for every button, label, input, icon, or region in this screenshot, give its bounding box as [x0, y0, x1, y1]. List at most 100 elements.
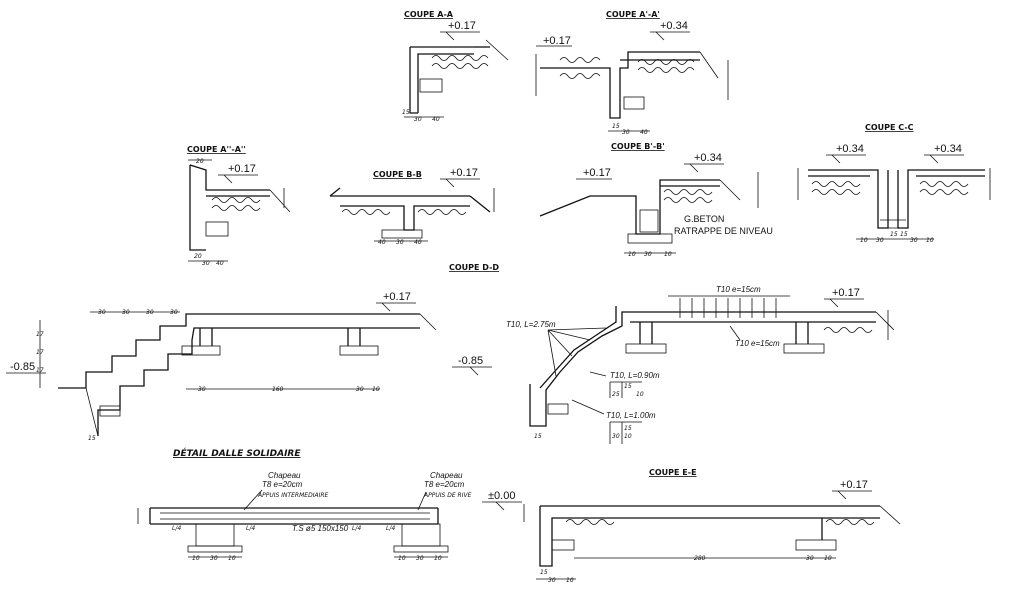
dim-label: 30: [414, 116, 422, 123]
dim-label: 30: [98, 309, 106, 316]
level-mark: +0.17: [840, 479, 868, 491]
note-t10-090: T10, L=0.90m: [610, 371, 660, 380]
level-mark: +0.17: [832, 287, 860, 299]
level-mark: +0.17: [228, 163, 256, 175]
dim-label: 30: [612, 433, 620, 440]
note-t10-right: T10 e=15cm: [735, 339, 780, 348]
note-t10-top: T10 e=15cm: [716, 285, 761, 294]
dim-label: 15: [88, 435, 96, 442]
note-t10-100: T10, L=1.00m: [606, 411, 656, 420]
level-mark: ±0.00: [488, 490, 515, 502]
section-title-d-d: COUPE D-D: [449, 263, 499, 272]
dim-label: 10: [628, 251, 636, 258]
dim-label: 10: [860, 237, 868, 244]
dim-label: 15: [624, 425, 632, 432]
dim-label: 30: [644, 251, 652, 258]
note-g-beton: G.BETON: [684, 214, 724, 224]
dim-label: 15: [900, 231, 908, 238]
section-coupe-b1-b1: COUPE B'-B' +0.17 +0.34 G.BETON RATRAPPE…: [539, 142, 773, 258]
dim-label: 10: [228, 555, 236, 562]
dim-label: 40: [216, 260, 224, 267]
level-mark: +0.17: [583, 167, 611, 179]
note-t10-275: T10, L=2.75m: [506, 320, 556, 329]
dim-label: 10: [372, 386, 380, 393]
dim-label: 40: [640, 129, 648, 136]
level-mark: +0.17: [448, 20, 476, 32]
dim-label: 30: [548, 577, 556, 584]
note-chapeau-2: Chapeau: [430, 471, 463, 480]
note-chapeau-1-sub: APPUIS INTERMEDIAIRE: [257, 492, 329, 499]
dim-label: 20: [194, 253, 202, 260]
dim-label: 10: [192, 555, 200, 562]
section-title-e-e: COUPE E-E: [649, 468, 697, 477]
section-coupe-d-d-left: +0.17 -0.85 30 30 30 30 17 17 17 30 160 …: [6, 291, 437, 442]
level-mark: -0.85: [458, 355, 483, 367]
note-ratrappe: RATRAPPE DE NIVEAU: [674, 226, 773, 236]
dim-l4: L/4: [386, 525, 395, 532]
dim-label: 40: [414, 239, 422, 246]
dim-label: 10: [434, 555, 442, 562]
note-chapeau-1: Chapeau: [268, 471, 301, 480]
dim-label: 30: [210, 555, 218, 562]
dim-l4: L/4: [172, 525, 181, 532]
dim-label: 10: [926, 237, 934, 244]
section-coupe-b-b: COUPE B-B +0.17 40 30 40: [329, 167, 495, 246]
dim-label: 30: [202, 260, 210, 267]
dim-label: 40: [378, 239, 386, 246]
level-mark: +0.34: [694, 152, 722, 164]
dim-l4: L/4: [352, 525, 361, 532]
dim-label: 160: [272, 386, 284, 393]
dim-label: 10: [636, 391, 644, 398]
section-title-a-a: COUPE A-A: [404, 10, 454, 19]
note-chapeau-1-spec: T8 e=20cm: [262, 480, 303, 489]
level-mark: +0.34: [836, 143, 864, 155]
dim-label: 17: [36, 349, 44, 356]
level-mark: +0.34: [934, 143, 962, 155]
dim-label: 10: [824, 555, 832, 562]
section-coupe-a-a: COUPE A-A +0.17 15 30 40: [402, 10, 509, 123]
dim-label: 10: [624, 433, 632, 440]
note-chapeau-2-spec: T8 e=20cm: [424, 480, 465, 489]
dim-label: 30: [146, 309, 154, 316]
section-title-a2-a2: COUPE A''-A'': [187, 145, 246, 154]
dim-label: 15: [624, 383, 632, 390]
level-mark: -0.85: [10, 361, 35, 373]
section-title-b-b: COUPE B-B: [373, 170, 422, 179]
dim-label: 15: [534, 433, 542, 440]
dim-label: 10: [566, 577, 574, 584]
dim-label: 30: [416, 555, 424, 562]
dim-label: 15: [612, 123, 620, 130]
dim-label: 20: [196, 158, 204, 165]
dim-label: 17: [36, 331, 44, 338]
section-coupe-a1-a1: COUPE A'-A' +0.17 +0.34 15 30 40: [535, 10, 729, 136]
dim-label: 17: [36, 367, 44, 374]
section-coupe-e-e: COUPE E-E ±0.00 +0.17 280 30 10 15 30 10: [482, 468, 901, 584]
dim-label: 15: [402, 109, 410, 116]
dim-label: 10: [664, 251, 672, 258]
dim-label: 10: [398, 555, 406, 562]
section-detail-dalle: DÉTAIL DALLE SOLIDAIRE Chapeau T8 e=20cm…: [137, 447, 472, 562]
section-coupe-c-c: COUPE C-C +0.34 +0.34 10 30 15 15 30 10: [797, 123, 991, 244]
dim-label: 30: [170, 309, 178, 316]
level-mark: +0.17: [383, 291, 411, 303]
dim-label: 280: [694, 555, 706, 562]
dim-label: 30: [356, 386, 364, 393]
dim-label: 30: [622, 129, 630, 136]
section-coupe-a2-a2: COUPE A''-A'' 20 +0.17 20 30 40: [187, 145, 291, 267]
section-title-a1-a1: COUPE A'-A': [606, 10, 660, 19]
section-title-b1-b1: COUPE B'-B': [611, 142, 665, 151]
section-title-c-c: COUPE C-C: [865, 123, 914, 132]
note-ts: T.S ø5 150x150: [292, 524, 349, 533]
dim-label: 30: [806, 555, 814, 562]
level-mark: +0.17: [450, 167, 478, 179]
dim-label: 15: [890, 231, 898, 238]
note-chapeau-2-sub: APPUIS DE RIVE: [423, 492, 472, 499]
dim-label: 30: [876, 237, 884, 244]
dim-l4: L/4: [246, 525, 255, 532]
section-coupe-d-d-right: -0.85 +0.17 T10 e=15cm T10 e=15cm T10, L…: [452, 285, 895, 444]
section-title-detail: DÉTAIL DALLE SOLIDAIRE: [173, 447, 301, 459]
dim-label: 25: [612, 391, 620, 398]
dim-label: 30: [122, 309, 130, 316]
dim-label: 30: [198, 386, 206, 393]
